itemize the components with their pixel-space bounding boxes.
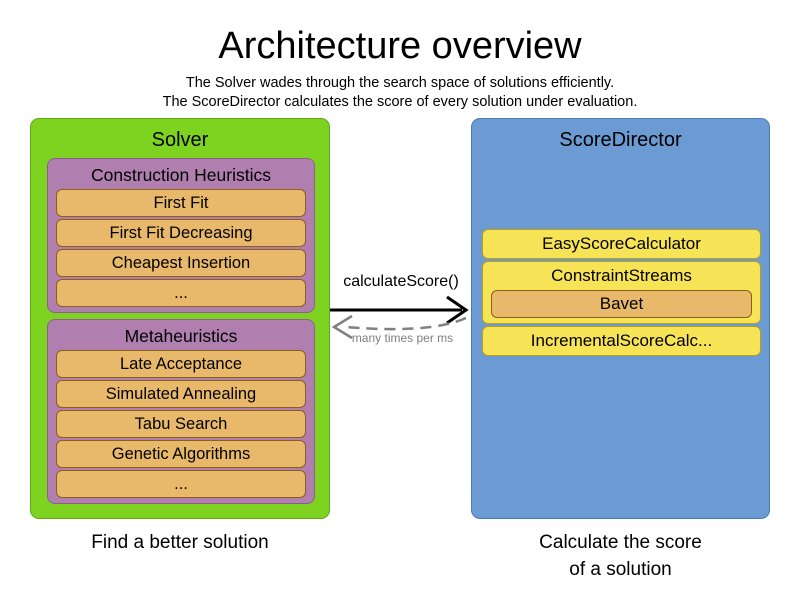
algorithm-box[interactable]: Tabu Search [56, 410, 306, 438]
group-construction-heuristics-title: Construction Heuristics [91, 165, 271, 185]
score-calculator-box-incremental[interactable]: IncrementalScoreCalc... [482, 326, 761, 356]
group-metaheuristics-title: Metaheuristics [124, 326, 238, 346]
return-arrow-label: many times per ms [351, 331, 454, 345]
algorithm-box[interactable]: First Fit [56, 189, 306, 217]
forward-arrow-calculate-score [330, 295, 469, 325]
subtitle-line-2: The ScoreDirector calculates the score o… [162, 94, 638, 110]
score-director-panel-title: ScoreDirector [559, 129, 682, 151]
algorithm-box[interactable]: Late Acceptance [56, 350, 306, 378]
score-calculator-box-constraint-streams[interactable]: ConstraintStreams Bavet [482, 261, 761, 324]
score-calculator-box-easy[interactable]: EasyScoreCalculator [482, 229, 761, 259]
solver-panel: Solver Construction Heuristics First Fit… [30, 118, 330, 519]
score-calculator-label: ConstraintStreams [551, 266, 692, 285]
subtitle-line-1: The Solver wades through the search spac… [185, 75, 615, 91]
algorithm-box[interactable]: Cheapest Insertion [56, 249, 306, 277]
group-construction-heuristics-items: First Fit First Fit Decreasing Cheapest … [56, 189, 306, 307]
algorithm-box-more[interactable]: ... [56, 470, 306, 498]
group-metaheuristics-items: Late Acceptance Simulated Annealing Tabu… [56, 350, 306, 498]
score-calculator-stack: EasyScoreCalculator ConstraintStreams Ba… [482, 229, 761, 358]
solver-panel-title: Solver [151, 129, 209, 151]
forward-arrow-label: calculateScore() [343, 273, 459, 290]
solver-caption: Find a better solution [91, 532, 269, 553]
algorithm-box[interactable]: Simulated Annealing [56, 380, 306, 408]
group-construction-heuristics: Construction Heuristics First Fit First … [47, 158, 315, 313]
score-director-caption-line-2: of a solution [569, 559, 672, 580]
group-metaheuristics: Metaheuristics Late Acceptance Simulated… [47, 319, 315, 504]
header: Architecture overview The Solver wades t… [0, 0, 800, 112]
page-title: Architecture overview [218, 25, 582, 67]
score-director-caption: Calculate the score of a solution [471, 529, 770, 583]
score-director-caption-line-1: Calculate the score [539, 532, 702, 553]
algorithm-box[interactable]: Genetic Algorithms [56, 440, 306, 468]
score-director-panel: ScoreDirector EasyScoreCalculator Constr… [471, 118, 770, 519]
algorithm-box-more[interactable]: ... [56, 279, 306, 307]
algorithm-box[interactable]: First Fit Decreasing [56, 219, 306, 247]
score-calculator-nested-bavet[interactable]: Bavet [491, 290, 752, 318]
